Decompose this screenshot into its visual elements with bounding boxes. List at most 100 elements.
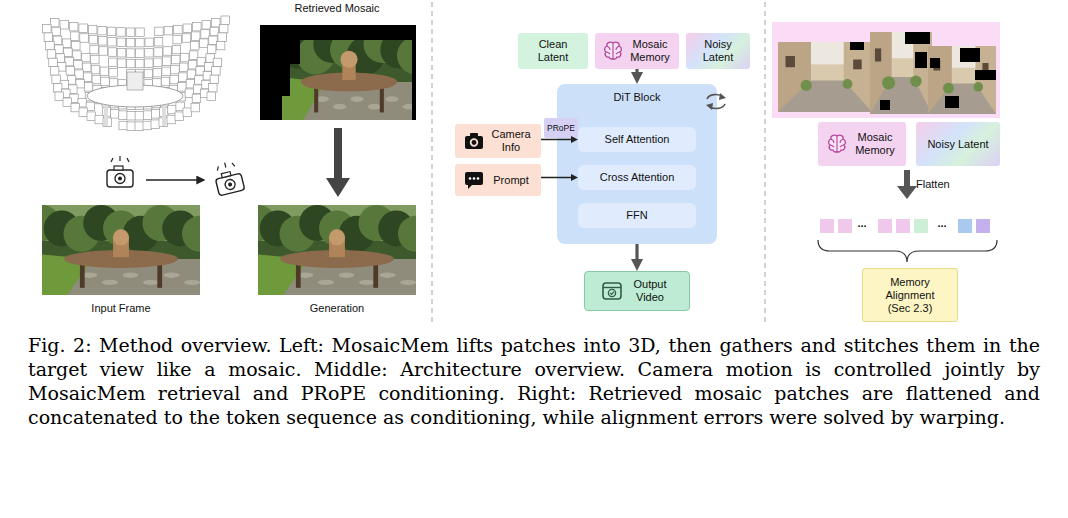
patch-grid [193, 22, 202, 31]
patch-grid [127, 59, 136, 68]
photo [960, 48, 980, 62]
photo [350, 96, 363, 102]
patch-grid [162, 57, 171, 66]
icon-part [830, 136, 844, 151]
photo [123, 273, 139, 278]
camera-symbol [232, 162, 235, 166]
box-label: Mosaic Memory [628, 38, 672, 64]
patch-grid [126, 28, 134, 37]
motion-arrow [146, 179, 199, 181]
patch-grid [107, 27, 116, 36]
photo [811, 42, 844, 64]
brace [818, 240, 997, 262]
flow-arrow [635, 244, 638, 263]
patch-grid [50, 18, 59, 27]
ellipsis-mark: ... [937, 217, 946, 229]
patch-grid [63, 98, 72, 107]
patch-grid [108, 48, 117, 57]
patch-grid [98, 26, 107, 35]
patch-grid [43, 24, 52, 32]
photo [340, 51, 357, 68]
patch-grid [183, 108, 192, 117]
alignment-box: Memory Alignment (Sec 2.3) [862, 268, 958, 322]
panel-divider [432, 2, 765, 322]
patch-grid [60, 21, 69, 30]
patch-grid [192, 94, 201, 103]
layer-box: Self Attention [578, 127, 696, 152]
icon-part [469, 177, 472, 180]
box-label: Camera Info [489, 128, 533, 154]
camera-symbol [225, 163, 226, 168]
photo [875, 48, 881, 61]
photo [801, 80, 812, 91]
icon-part [605, 42, 622, 59]
icon-part [465, 136, 483, 149]
icon-part [603, 287, 621, 288]
patch-grid [210, 27, 219, 35]
patch-grid [221, 16, 230, 25]
patch-grid [209, 84, 218, 93]
layer-box: Cross Attention [578, 165, 696, 190]
patch-grid [162, 106, 166, 126]
token-row [820, 219, 990, 233]
photo [143, 280, 159, 285]
photo [263, 25, 435, 120]
panel-divider [431, 2, 432, 322]
token-row [878, 219, 892, 233]
photo [24, 22, 1000, 295]
patch-grid [154, 48, 163, 57]
patch-grid [118, 59, 127, 68]
patch-grid [111, 110, 120, 119]
photo [380, 273, 396, 278]
photo [910, 75, 921, 86]
patch-grid [170, 75, 179, 84]
patch-grid [191, 103, 200, 112]
flow-arrow [635, 69, 638, 76]
patch-grid [144, 69, 153, 78]
photo [778, 42, 872, 112]
patch-grid [180, 63, 189, 71]
photo [928, 83, 996, 114]
photo [398, 216, 416, 252]
icon-part [465, 172, 483, 189]
patch-grid [87, 112, 96, 121]
patch-grid [172, 45, 181, 54]
patch-grid [88, 25, 97, 34]
block-arrow [326, 128, 350, 197]
latent-box: Noisy Latent [686, 33, 750, 69]
prope-tag: PRoPE [544, 118, 578, 138]
patch-grid [117, 28, 126, 36]
patch-grid [144, 59, 153, 68]
patch-grid [171, 65, 180, 74]
patch-grid [73, 51, 82, 60]
patch-grid [74, 60, 83, 69]
brace [818, 240, 997, 262]
patch-grid [95, 115, 104, 124]
patch-grid [180, 53, 189, 62]
patch-grid [43, 16, 230, 130]
ellipsis-mark: ... [857, 217, 866, 229]
photo [182, 216, 200, 252]
input-box: Prompt [455, 164, 541, 196]
patch-grid [153, 68, 162, 77]
box-label: Self Attention [605, 133, 670, 146]
patch-grid [53, 84, 62, 93]
patch-grid [155, 27, 164, 36]
patch-grid [127, 111, 135, 120]
photo [260, 25, 416, 120]
label-holder: Input Frame [21, 302, 221, 315]
icon-part [473, 177, 476, 180]
figure-label: Flatten [916, 178, 950, 190]
patch-grid [202, 21, 211, 30]
photo [974, 82, 984, 92]
patch-grid [100, 67, 109, 76]
patch-grid [179, 73, 188, 82]
patch-grid [104, 106, 108, 126]
patch-grid [210, 75, 219, 84]
photo [258, 205, 416, 295]
photo [113, 229, 129, 245]
photo [870, 32, 932, 114]
patch-grid [91, 65, 100, 74]
patch-grid [109, 58, 118, 66]
